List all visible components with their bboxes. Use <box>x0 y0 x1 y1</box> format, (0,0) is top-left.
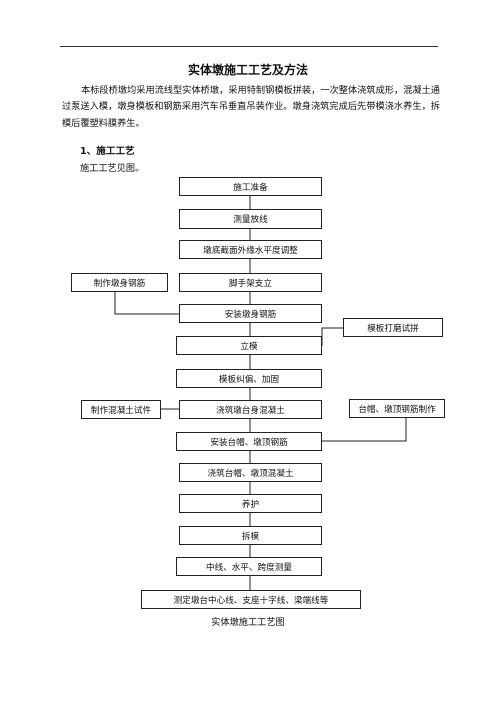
side-step-rebar: 制作墩身钢筋 <box>71 273 168 292</box>
side-step-formwork: 模板打磨试拼 <box>343 318 443 337</box>
connector-rebar <box>114 292 179 315</box>
flow-step: 脚手架支立 <box>179 273 322 292</box>
flow-step: 中线、水平、跨度测量 <box>176 557 322 576</box>
flow-step: 浇筑墩台身混凝土 <box>179 400 322 419</box>
flow-step: 墩底截面外缘水平度调整 <box>179 240 322 259</box>
flow-step: 测定墩台中心线、支座十字线、梁端线等 <box>141 590 361 609</box>
flow-step: 安装墩身钢筋 <box>179 304 322 323</box>
flow-step: 测量放线 <box>179 209 322 229</box>
page-title: 实体墩施工工艺及方法 <box>187 63 308 77</box>
flow-step: 施工准备 <box>179 177 322 196</box>
flow-step: 拆模 <box>179 526 322 545</box>
side-step-cap-rebar: 台帽、墩顶钢筋制作 <box>349 399 445 418</box>
flow-step: 模板纠偏、加固 <box>176 369 322 388</box>
flow-step: 立模 <box>176 336 322 355</box>
section-note: 施工工艺见图。 <box>80 163 145 174</box>
flow-step: 安装台帽、墩顶钢筋 <box>176 432 322 451</box>
figure-caption: 实体墩施工工艺图 <box>211 617 285 628</box>
flow-step: 养护 <box>179 494 322 513</box>
flow-step: 浇筑台帽、墩顶混凝土 <box>179 463 322 482</box>
intro-paragraph: 本标段桥墩均采用流线型实体桥墩，采用特制钢模板拼装，一次整体浇筑成形，混凝土通过… <box>62 85 440 129</box>
side-step-specimen: 制作混凝土试件 <box>81 400 161 419</box>
header-rule <box>60 46 438 47</box>
connector-cap-rebar <box>322 418 407 442</box>
section-heading: 1、施工工艺 <box>80 146 135 157</box>
